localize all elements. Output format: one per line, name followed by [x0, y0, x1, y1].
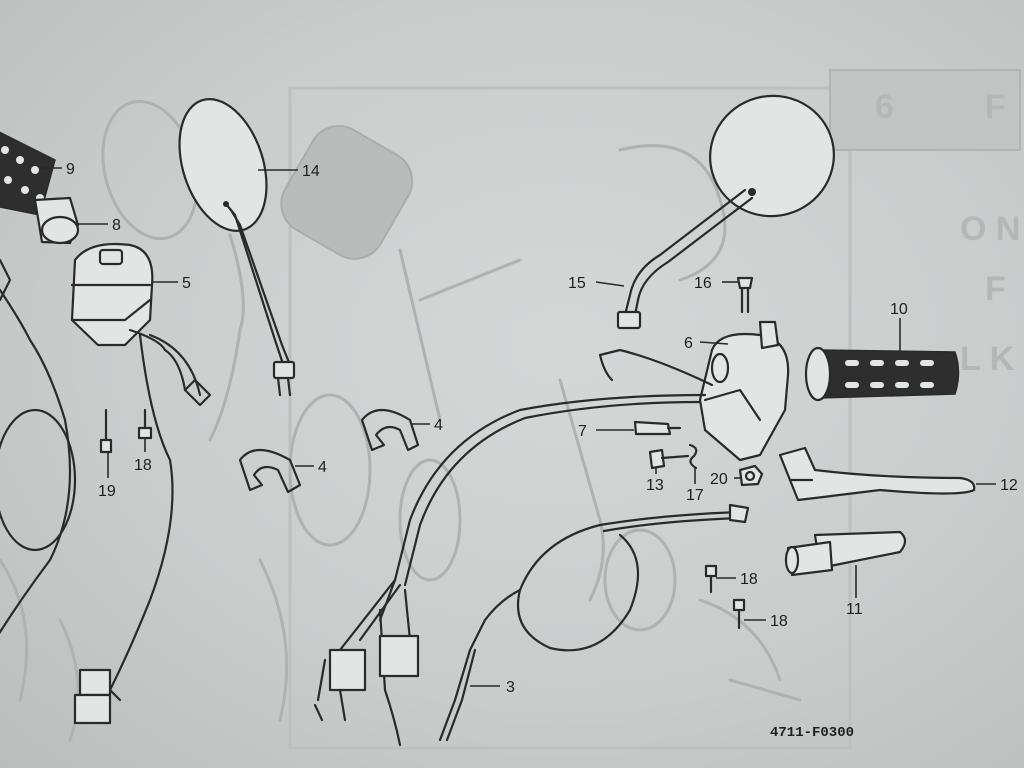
callout-3: 3 — [506, 679, 515, 696]
callout-7: 7 — [578, 423, 587, 440]
callout-4-right-clamp: 4 — [434, 417, 443, 434]
callout-8: 8 — [112, 217, 121, 234]
svg-text:O N D: O N D — [960, 210, 1024, 248]
stop-switch-part-7 — [633, 420, 682, 436]
svg-text:F: F — [985, 270, 1006, 308]
right-mirror-part-15 — [616, 94, 835, 330]
clamp-part-4-right — [360, 408, 420, 452]
left-cable-part — [0, 258, 77, 635]
svg-text:6: 6 — [875, 88, 894, 126]
callout-19: 19 — [98, 483, 116, 500]
callout-10: 10 — [890, 301, 908, 318]
left-mirror-part-14 — [178, 98, 296, 397]
ghost-background: F 6 F O N D L K — [0, 69, 1024, 750]
right-grip-part-10 — [804, 346, 960, 402]
callout-20: 20 — [710, 471, 728, 488]
right-switch-housing-part-6 — [598, 320, 790, 462]
screw-part-19 — [99, 408, 113, 454]
nut-part-20 — [738, 464, 764, 487]
throttle-grip-part-11 — [784, 530, 907, 577]
callout-5: 5 — [182, 275, 191, 292]
svg-text:F: F — [985, 88, 1006, 126]
callout-18-left: 18 — [134, 457, 152, 474]
callout-labels: 9 8 14 5 15 16 10 6 4 4 7 19 18 13 17 20… — [66, 161, 1018, 696]
brake-lever-part-12 — [778, 446, 976, 502]
callout-18-low: 18 — [770, 613, 788, 630]
right-wire-harness — [313, 393, 707, 747]
screw-part-18-low — [732, 598, 746, 630]
screw-part-18-mid — [704, 564, 718, 594]
svg-text:L K: L K — [960, 340, 1015, 378]
screw-part-13 — [648, 448, 690, 470]
screw-part-18-left — [137, 408, 153, 440]
bolt-part-16 — [736, 276, 754, 314]
callout-16: 16 — [694, 275, 712, 292]
callout-12: 12 — [1000, 477, 1018, 494]
callout-9: 9 — [66, 161, 75, 178]
clamp-part-4-left — [238, 448, 302, 494]
callout-17: 17 — [686, 487, 704, 504]
leader-lines — [40, 167, 996, 687]
spring-part-17 — [688, 443, 698, 470]
callout-13: 13 — [646, 477, 664, 494]
callout-14: 14 — [302, 163, 320, 180]
drawing-code: 4711-F0300 — [770, 725, 854, 741]
callout-11: 11 — [846, 601, 863, 618]
left-switch-housing-part-5 — [70, 242, 212, 725]
callout-4-left-clamp: 4 — [318, 459, 327, 476]
callout-18-mid: 18 — [740, 571, 758, 588]
throttle-cable-part-3 — [438, 503, 750, 742]
callout-15: 15 — [568, 275, 586, 292]
callout-6: 6 — [684, 335, 693, 352]
grip-end-part-8 — [33, 196, 80, 245]
